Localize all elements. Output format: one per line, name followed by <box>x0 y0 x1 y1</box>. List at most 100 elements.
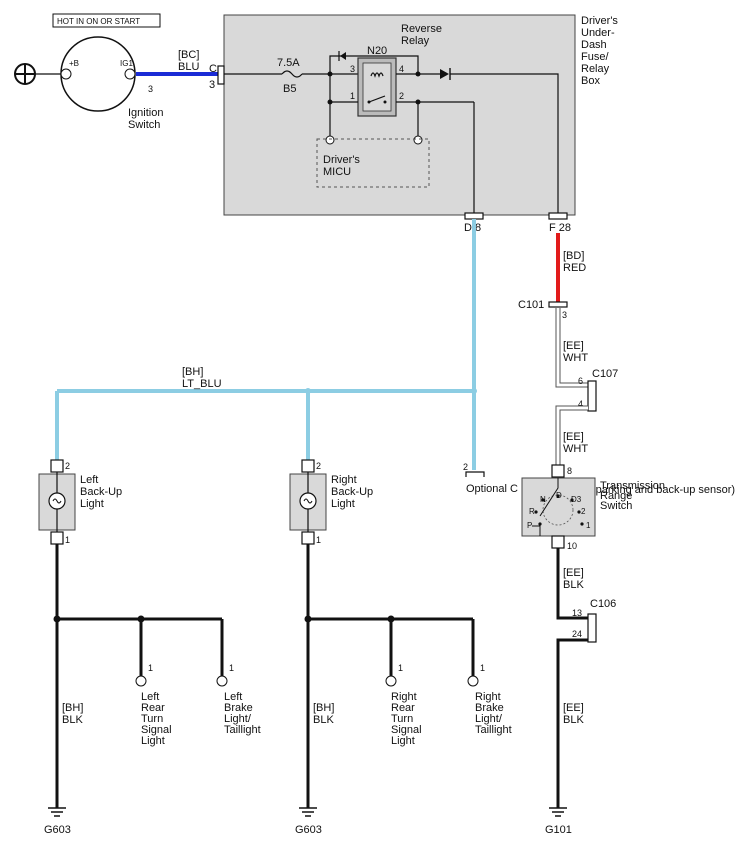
blu-label: BLU <box>178 61 199 73</box>
right-backup-pin-2: 2 <box>316 461 321 471</box>
left-turn-label-2: Rear <box>141 702 165 714</box>
mid-blk-label: BLK <box>313 714 334 726</box>
optional-label: Optional C <box>466 483 518 495</box>
left-brake-label-2: Brake <box>224 702 253 714</box>
optional-pin: 2 <box>463 462 468 472</box>
c107-label: C107 <box>592 368 618 380</box>
left-brake-label-3: Light/ <box>224 713 252 725</box>
fuse-box-label-2: Under- <box>581 27 615 39</box>
battery-symbol <box>14 63 36 85</box>
right-brake-terminal <box>467 675 479 687</box>
c106-pin-13: 13 <box>572 608 582 618</box>
left-brake-pin: 1 <box>229 663 234 673</box>
trs-1: 1 <box>586 521 591 530</box>
left-turn-pin: 1 <box>148 663 153 673</box>
ee3-label: [EE] <box>563 567 584 579</box>
left-backup-connector-2 <box>50 459 64 473</box>
trs-blk-wire <box>556 548 588 620</box>
relay-pin-1: 1 <box>350 91 355 101</box>
optional-connector <box>465 471 485 477</box>
left-backup-pin-1: 1 <box>65 535 70 545</box>
connector-d8 <box>464 212 484 220</box>
blk4-label: BLK <box>563 714 584 726</box>
micu-box <box>316 138 430 188</box>
connector-f28 <box>548 212 568 220</box>
connector-c-number: 3 <box>209 79 215 91</box>
micu-label-1: Driver's <box>323 154 360 166</box>
bh-code-label: [BH] <box>182 366 203 378</box>
trs-pin-10: 10 <box>567 541 577 551</box>
right-brake-pin: 1 <box>480 663 485 673</box>
trs-d3: D3 <box>571 495 582 504</box>
left-backup-label-2: Back-Up <box>80 486 122 498</box>
left-turn-label-1: Left <box>141 691 159 703</box>
left-backup-label-1: Left <box>80 474 98 486</box>
relay-pin-2: 2 <box>399 91 404 101</box>
ground-g603-left <box>48 807 66 817</box>
lt-blu-label: LT_BLU <box>182 378 222 390</box>
left-turn-terminal <box>135 675 147 687</box>
right-backup-label-1: Right <box>331 474 357 486</box>
fuse-relay-box <box>223 14 576 216</box>
ground-g101 <box>549 807 567 817</box>
g603-left-label: G603 <box>44 824 71 836</box>
ig1-label: IG1 <box>120 59 133 68</box>
right-turn-label-3: Turn <box>391 713 413 725</box>
left-backup-connector-1 <box>50 531 64 545</box>
right-backup-pin-1: 1 <box>316 535 321 545</box>
n20-label: N20 <box>367 45 387 57</box>
left-brake-terminal <box>216 675 228 687</box>
relay-coil <box>370 72 384 78</box>
hot-in-label-box: HOT IN ON OR START <box>52 13 161 28</box>
c106-label: C106 <box>590 598 616 610</box>
right-backup-connector-1 <box>301 531 315 545</box>
relay-contact <box>368 95 386 103</box>
right-turn-label-5: Light <box>391 735 415 747</box>
connector-c101 <box>548 301 568 308</box>
connector-c107 <box>587 380 597 412</box>
right-backup-label-3: Light <box>331 498 355 510</box>
wht-wire-1 <box>556 308 588 387</box>
trs-connector-10 <box>551 535 565 549</box>
c107-pin-6: 6 <box>578 376 583 386</box>
fuse-box-label-1: Driver's <box>581 15 618 27</box>
right-backup-connector-2 <box>301 459 315 473</box>
right-turn-terminal <box>385 675 397 687</box>
left-turn-label-3: Turn <box>141 713 163 725</box>
connector-c106 <box>587 613 597 643</box>
sensor-note: (parking and back-up sensor) <box>592 484 735 496</box>
wht2-label: WHT <box>563 443 588 455</box>
mid-bh-label: [BH] <box>313 702 334 714</box>
fuse-box-label-4: Fuse/ <box>581 51 609 63</box>
micu-label-2: MICU <box>323 166 351 178</box>
g603-mid-label: G603 <box>295 824 322 836</box>
relay-diode <box>340 52 346 60</box>
fuse-box-label-3: Dash <box>581 39 607 51</box>
reverse-relay-label-2: Relay <box>401 35 430 47</box>
left-turn-label-4: Signal <box>141 724 172 736</box>
g101-label: G101 <box>545 824 572 836</box>
trs-p: P <box>527 521 532 530</box>
ignition-switch-label-2: Switch <box>128 119 160 131</box>
left-brake-label-4: Taillight <box>224 724 261 736</box>
right-brake-label-2: Brake <box>475 702 504 714</box>
trs-label-3: Switch <box>600 500 632 512</box>
ee1-label: [EE] <box>563 340 584 352</box>
left-backup-label-3: Light <box>80 498 104 510</box>
trs-connector-8 <box>551 464 565 478</box>
right-turn-pin: 1 <box>398 663 403 673</box>
right-turn-label-1: Right <box>391 691 417 703</box>
connector-c-letter: C <box>209 63 217 75</box>
trs-label-2: Range <box>600 490 632 502</box>
trs-pin-8: 8 <box>567 466 572 476</box>
hot-in-label: HOT IN ON OR START <box>57 17 140 26</box>
g101-blk-wire <box>556 638 588 808</box>
red-label: RED <box>563 262 586 274</box>
reverse-relay-label-1: Reverse <box>401 23 442 35</box>
ignition-pin-3: 3 <box>148 84 153 94</box>
wht1-label: WHT <box>563 352 588 364</box>
plus-b-label: +B <box>69 59 79 68</box>
ignition-switch: +B IG1 3 Ignition Switch <box>60 36 163 131</box>
output-diode <box>440 69 449 79</box>
ee2-label: [EE] <box>563 431 584 443</box>
